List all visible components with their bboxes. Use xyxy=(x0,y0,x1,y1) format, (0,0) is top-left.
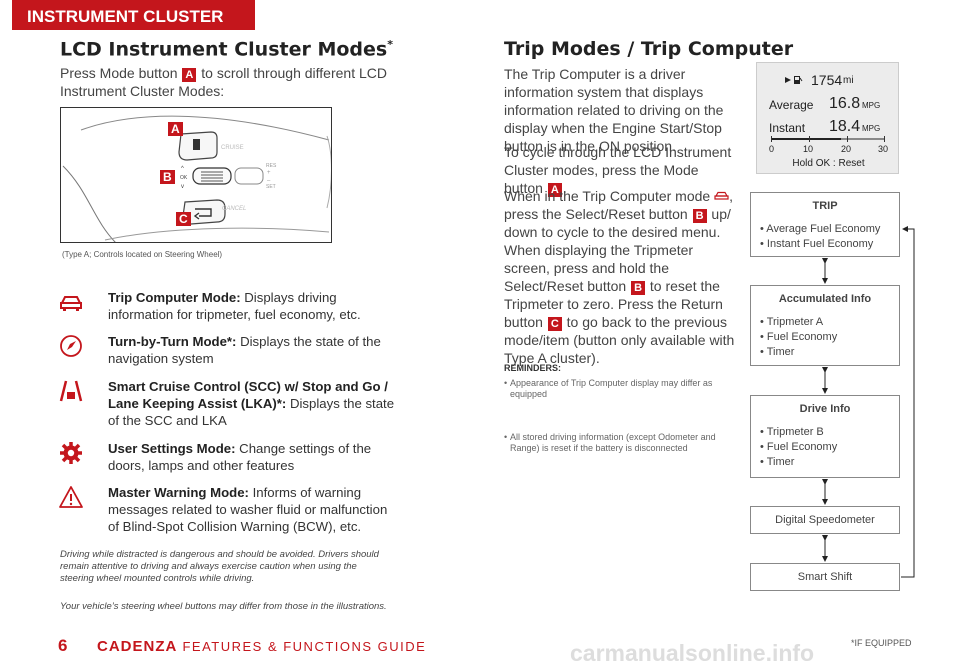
marker-b: B xyxy=(692,209,707,223)
mode-trip-computer-text: Trip Computer Mode: Displays driving inf… xyxy=(108,290,361,322)
range-unit: mi xyxy=(843,75,854,86)
steering-wheel-illustration: CRUISE OK ^ v RES + – SET CANCEL A B C xyxy=(60,107,332,243)
mode-master-warning-text: Master Warning Mode: Informs of warning … xyxy=(108,485,388,534)
flow-box-speedometer: Digital Speedometer xyxy=(750,506,900,534)
instant-value: 18.4 xyxy=(829,118,861,135)
flow-item: • Fuel Economy xyxy=(760,441,838,453)
reminder-item: All stored driving information (except O… xyxy=(504,432,729,454)
instant-scale-ticks xyxy=(771,136,885,142)
flow-title: Drive Info xyxy=(799,403,851,415)
svg-text:v: v xyxy=(181,184,184,190)
watermark: carmanualsonline.info xyxy=(570,640,815,666)
svg-text:^: ^ xyxy=(181,166,184,172)
section-tab: INSTRUMENT CLUSTER xyxy=(12,0,255,30)
flow-item: • Instant Fuel Economy xyxy=(760,238,874,250)
flow-box-accumulated: Accumulated Info • Tripmeter A • Fuel Ec… xyxy=(750,285,900,366)
if-equipped-note: *IF EQUIPPED xyxy=(851,638,912,648)
mode-turn-by-turn: Turn-by-Turn Mode*: Displays the state o… xyxy=(58,333,398,369)
flow-box-trip: TRIP • Average Fuel Economy • Instant Fu… xyxy=(750,192,900,257)
mode-user-settings: User Settings Mode: Change settings of t… xyxy=(58,440,398,476)
illustration-caption: (Type A; Controls located on Steering Wh… xyxy=(62,250,223,259)
ok-label: OK xyxy=(180,175,188,181)
flow-item: • Fuel Economy xyxy=(760,331,838,343)
cancel-button-label: CANCEL xyxy=(222,206,246,212)
mode-trip-computer: Trip Computer Mode: Displays driving inf… xyxy=(58,289,398,325)
cruise-rocker[interactable] xyxy=(234,167,264,185)
fuel-range-icon xyxy=(785,76,803,84)
page-number: 6 xyxy=(58,636,68,655)
marker-a-2: A xyxy=(547,183,562,197)
flow-title: TRIP xyxy=(812,200,838,212)
average-value: 16.8 xyxy=(829,95,861,112)
lane-icon xyxy=(59,380,83,402)
marker-a: A xyxy=(182,68,197,82)
flow-item: • Tripmeter B xyxy=(760,426,824,438)
mode-turn-by-turn-text: Turn-by-Turn Mode*: Displays the state o… xyxy=(108,334,381,366)
range-value: 1754 xyxy=(811,72,843,88)
instant-label: Instant xyxy=(769,121,806,135)
section-title: INSTRUMENT CLUSTER xyxy=(27,7,224,26)
trip-computer-display: 1754 mi Average 16.8 MPG Instant 18.4 MP… xyxy=(756,62,899,174)
flow-box-smart-shift: Smart Shift xyxy=(750,563,900,591)
compass-icon xyxy=(60,335,82,357)
cruise-button-label: CRUISE xyxy=(221,145,244,151)
flow-title: Accumulated Info xyxy=(778,293,872,305)
footer-guide-title: CADENZA FEATURES & FUNCTIONS GUIDE xyxy=(97,638,427,655)
instant-unit: MPG xyxy=(862,124,881,133)
mode-button-icon xyxy=(193,139,200,150)
cycle-modes-paragraph: To cycle through the LCD Instrument Clus… xyxy=(504,144,732,197)
steering-wheel-controls: CRUISE OK ^ v RES + – SET CANCEL xyxy=(62,115,331,242)
scale-label: 10 xyxy=(803,144,814,154)
mode-user-settings-text: User Settings Mode: Change settings of t… xyxy=(108,441,372,473)
instant-economy-fill xyxy=(771,138,841,140)
flow-item: • Timer xyxy=(760,456,795,468)
reminders-title: REMINDERS: xyxy=(504,363,562,373)
gear-icon xyxy=(60,442,82,464)
distracted-driving-note: Driving while distracted is dangerous an… xyxy=(60,549,379,584)
plus-label: + xyxy=(267,170,271,176)
heading-asterisk: * xyxy=(387,38,393,51)
steering-buttons-note: Your vehicle’s steering wheel buttons ma… xyxy=(60,601,387,612)
trip-computer-intro: The Trip Computer is a driver informatio… xyxy=(504,66,724,154)
flow-item: • Timer xyxy=(760,346,795,358)
average-label: Average xyxy=(769,98,814,112)
res-label: RES xyxy=(266,163,277,169)
set-label: SET xyxy=(266,184,276,190)
flow-box-drive: Drive Info • Tripmeter B • Fuel Economy … xyxy=(750,395,900,478)
mode-master-warning: Master Warning Mode: Informs of warning … xyxy=(58,484,398,536)
hold-reset-hint: Hold OK : Reset xyxy=(792,158,865,169)
left-intro: Press Mode button A to scroll through di… xyxy=(60,65,387,99)
instant-economy-track xyxy=(771,138,885,140)
select-reset-wheel[interactable] xyxy=(192,167,232,185)
flow-item: • Tripmeter A xyxy=(760,316,824,328)
label-b: B xyxy=(160,170,175,184)
car-icon xyxy=(60,296,82,311)
label-a: A xyxy=(168,122,183,136)
reminder-item: Appearance of Trip Computer display may … xyxy=(504,378,729,400)
car-icon-inline xyxy=(714,191,729,200)
marker-c: C xyxy=(547,317,562,331)
flow-item: • Average Fuel Economy xyxy=(760,223,881,235)
flow-arrows xyxy=(822,226,915,578)
average-unit: MPG xyxy=(862,101,881,110)
mode-scc-lka: Smart Cruise Control (SCC) w/ Stop and G… xyxy=(58,378,398,430)
flow-title: Digital Speedometer xyxy=(775,514,875,526)
scale-label: 20 xyxy=(841,144,852,154)
flow-title: Smart Shift xyxy=(797,571,853,583)
scale-label: 30 xyxy=(878,144,889,154)
scale-label: 0 xyxy=(769,144,775,154)
right-heading: Trip Modes / Trip Computer xyxy=(504,38,794,60)
label-c: C xyxy=(176,212,191,226)
left-heading: LCD Instrument Cluster Modes* xyxy=(60,38,393,61)
mode-scc-lka-text: Smart Cruise Control (SCC) w/ Stop and G… xyxy=(108,379,395,428)
trip-computer-usage: When in the Trip Computer mode , press t… xyxy=(504,188,735,366)
warning-icon xyxy=(59,486,83,508)
minus-label: – xyxy=(267,178,271,184)
marker-b-2: B xyxy=(631,281,646,295)
